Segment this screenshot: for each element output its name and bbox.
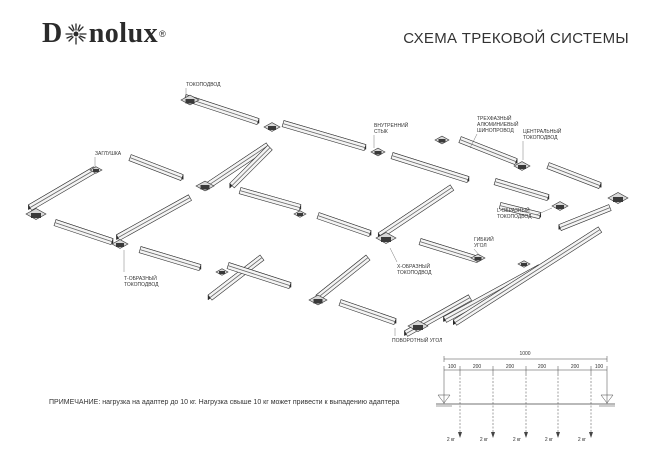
note-key: ПРИМЕЧАНИЕ: [49, 399, 101, 406]
load-label-5: 2 кг [578, 437, 586, 443]
track-ne-6 [315, 254, 371, 301]
load-note: ПРИМЕЧАНИЕ: нагрузка на адаптер до 10 кг… [49, 399, 399, 406]
inner-joint-2-body [374, 151, 382, 155]
adapter-2-body [219, 271, 225, 274]
dimension-segment-6: 100 [595, 364, 604, 370]
track-se-13 [338, 299, 397, 326]
label-x-obrazniy-2: ТОКОПОДВОД [397, 270, 432, 276]
l-connector-body [556, 205, 564, 209]
dimension-segment-3: 200 [506, 364, 515, 370]
track-se-10 [53, 219, 114, 246]
track-se-5 [546, 162, 602, 189]
label-trekhfazniy-1: ТРЕХФАЗНЫЙ [477, 114, 512, 122]
dimension-segment-1: 100 [448, 364, 457, 370]
track-ne-10 [452, 226, 603, 326]
label-gibkiy-1: ГИБКИЙ [474, 235, 494, 243]
track-se-8 [238, 187, 302, 212]
dimension-segment-2: 200 [473, 364, 482, 370]
note-text: нагрузка на адаптер до 10 кг. Нагрузка с… [100, 399, 400, 406]
label-gibkiy-2: УГОЛ [474, 243, 487, 249]
track-se-11 [138, 246, 202, 272]
inner-joint-body [268, 126, 276, 130]
dimension-segment-5: 200 [571, 364, 580, 370]
load-label-2: 2 кг [480, 437, 488, 443]
track-ne-7 [377, 184, 455, 239]
load-label-4: 2 кг [545, 437, 553, 443]
track-ne-11 [558, 204, 612, 231]
label-centralniy-2: ТОКОПОДВОД [523, 135, 558, 141]
corner-left-body [31, 213, 41, 218]
label-trekhfazniy-2: АЛЮМИНИЕВЫЙ [477, 120, 519, 128]
corner-connector-body [613, 197, 623, 202]
leader-l-obrazniy [535, 207, 553, 216]
track-connectors [25, 94, 629, 332]
load-label-1: 2 кг [447, 437, 455, 443]
track-segments [27, 94, 612, 337]
track-se-7 [128, 154, 184, 181]
x-connector-low-body [313, 299, 323, 304]
leader-gibkiy [473, 248, 481, 257]
label-x-obrazniy-1: X-ОБРАЗНЫЙ [397, 262, 431, 270]
track-se-12 [226, 262, 292, 290]
logo-registered-mark: ® [159, 29, 166, 39]
dimension-segment-4: 200 [538, 364, 547, 370]
t-connector-body [116, 243, 124, 247]
three-phase-feed-body [438, 139, 446, 143]
track-ne-5 [207, 254, 265, 301]
track-se-4 [458, 136, 518, 165]
central-feed-body [518, 165, 526, 169]
track-se-3 [390, 152, 470, 184]
x-connector-mid-body [381, 237, 391, 242]
track-se-2 [281, 120, 367, 152]
track-se-15 [498, 202, 542, 220]
label-centralniy-1: ЦЕНТРАЛЬНЫЙ [523, 127, 562, 135]
label-l-obrazniy-1: L-ОБРАЗНЫЙ [497, 206, 530, 214]
label-t-obrazniy-1: Т-ОБРАЗНЫЙ [124, 274, 157, 282]
track-se-6 [493, 178, 550, 202]
mini-joint-body [297, 213, 303, 216]
rotary-corner-body [413, 325, 423, 330]
label-tokopodvod: ТОКОПОДВОД [186, 82, 221, 88]
logo-star-icon [65, 23, 87, 45]
load-label-3: 2 кг [513, 437, 521, 443]
label-t-obrazniy-2: ТОКОПОДВОД [124, 282, 159, 288]
label-vnutrenniy-2: СТЫК [374, 129, 388, 135]
page-title: СХЕМА ТРЕКОВОЙ СИСТЕМЫ [403, 30, 629, 47]
label-trekhfazniy-3: ШИНОПРОВОД [477, 128, 514, 134]
end-cap-body [93, 169, 99, 172]
flex-corner-body [474, 257, 482, 261]
track-se-9 [316, 212, 372, 238]
label-l-obrazniy-2: ТОКОПОДВОД [497, 214, 532, 220]
brand-logo: D nolux ® [42, 16, 166, 52]
track-ne-4 [229, 144, 273, 189]
track-ne-2 [116, 194, 192, 241]
label-zaglushka: ЗАГЛУШКА [95, 151, 122, 157]
leader-trekhfazniy [469, 133, 478, 149]
logo-wordmark: nolux [88, 18, 159, 49]
load-dimension-drawing [436, 356, 615, 438]
label-povorotniy: ПОВОРОТНЫЙ УГОЛ [392, 336, 442, 344]
label-vnutrenniy-1: ВНУТРЕННИЙ [374, 121, 409, 129]
adapter-body [521, 263, 527, 266]
dimension-total: 1000 [519, 351, 530, 357]
logo-letter-d: D [42, 18, 63, 49]
leader-x-obrazniy [389, 247, 398, 263]
track-ne-1 [27, 166, 98, 211]
x-connector-top-body [200, 185, 210, 190]
track-se-14 [418, 238, 480, 264]
feed-connector-body [185, 99, 195, 104]
label-leader-lines [94, 88, 553, 336]
